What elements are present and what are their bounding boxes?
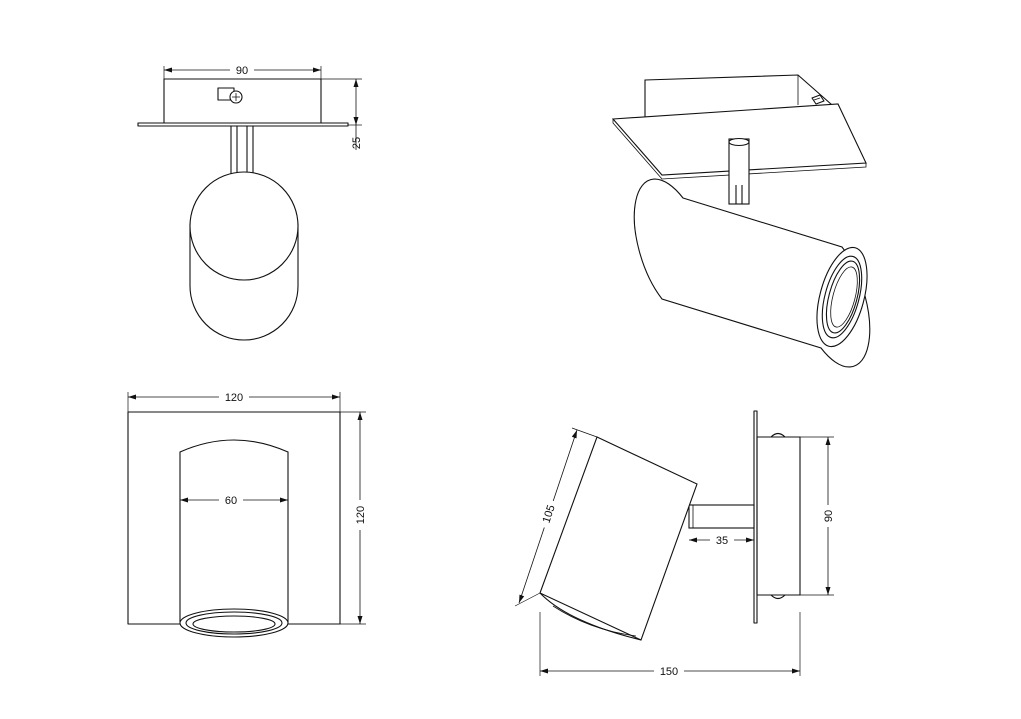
front-view: 90 25	[137, 63, 363, 341]
arm-length-label: 35	[716, 535, 728, 547]
front-view-mounting-box	[163, 78, 322, 124]
cylinder-length-label: 105	[541, 503, 558, 524]
bottom-view: 120 60 120	[127, 390, 367, 638]
side-view: 105 35 90 150	[514, 410, 835, 678]
top-height-dimension: 25	[321, 78, 363, 150]
perspective-stem	[728, 137, 750, 205]
perspective-clip-icon	[811, 94, 825, 105]
cylinder-diameter-label: 60	[225, 495, 237, 507]
side-view-arm	[688, 504, 755, 529]
bottom-view-cylinder	[179, 439, 289, 638]
side-view-plate	[753, 410, 801, 624]
arm-length-dimension: 35	[689, 533, 754, 547]
side-height-dimension: 90	[800, 436, 835, 596]
top-width-dimension: 90	[163, 63, 322, 79]
perspective-view	[611, 74, 871, 368]
side-view-cylinder	[539, 436, 698, 641]
total-depth-label: 150	[660, 666, 678, 678]
plate-width-label: 120	[225, 392, 243, 404]
plate-height-dimension: 120	[340, 411, 367, 625]
total-depth-dimension: 150	[539, 612, 801, 678]
cylinder-diameter-dimension: 60	[180, 493, 288, 507]
perspective-cylinder	[633, 178, 871, 368]
top-width-label: 90	[236, 65, 248, 77]
front-view-cylinder	[189, 171, 299, 341]
cylinder-length-dimension: 105	[514, 427, 598, 607]
plate-width-dimension: 120	[127, 390, 341, 412]
screw-icon	[217, 87, 243, 104]
side-height-label: 90	[823, 510, 835, 522]
top-height-label: 25	[351, 137, 363, 149]
plate-height-label: 120	[355, 506, 367, 524]
